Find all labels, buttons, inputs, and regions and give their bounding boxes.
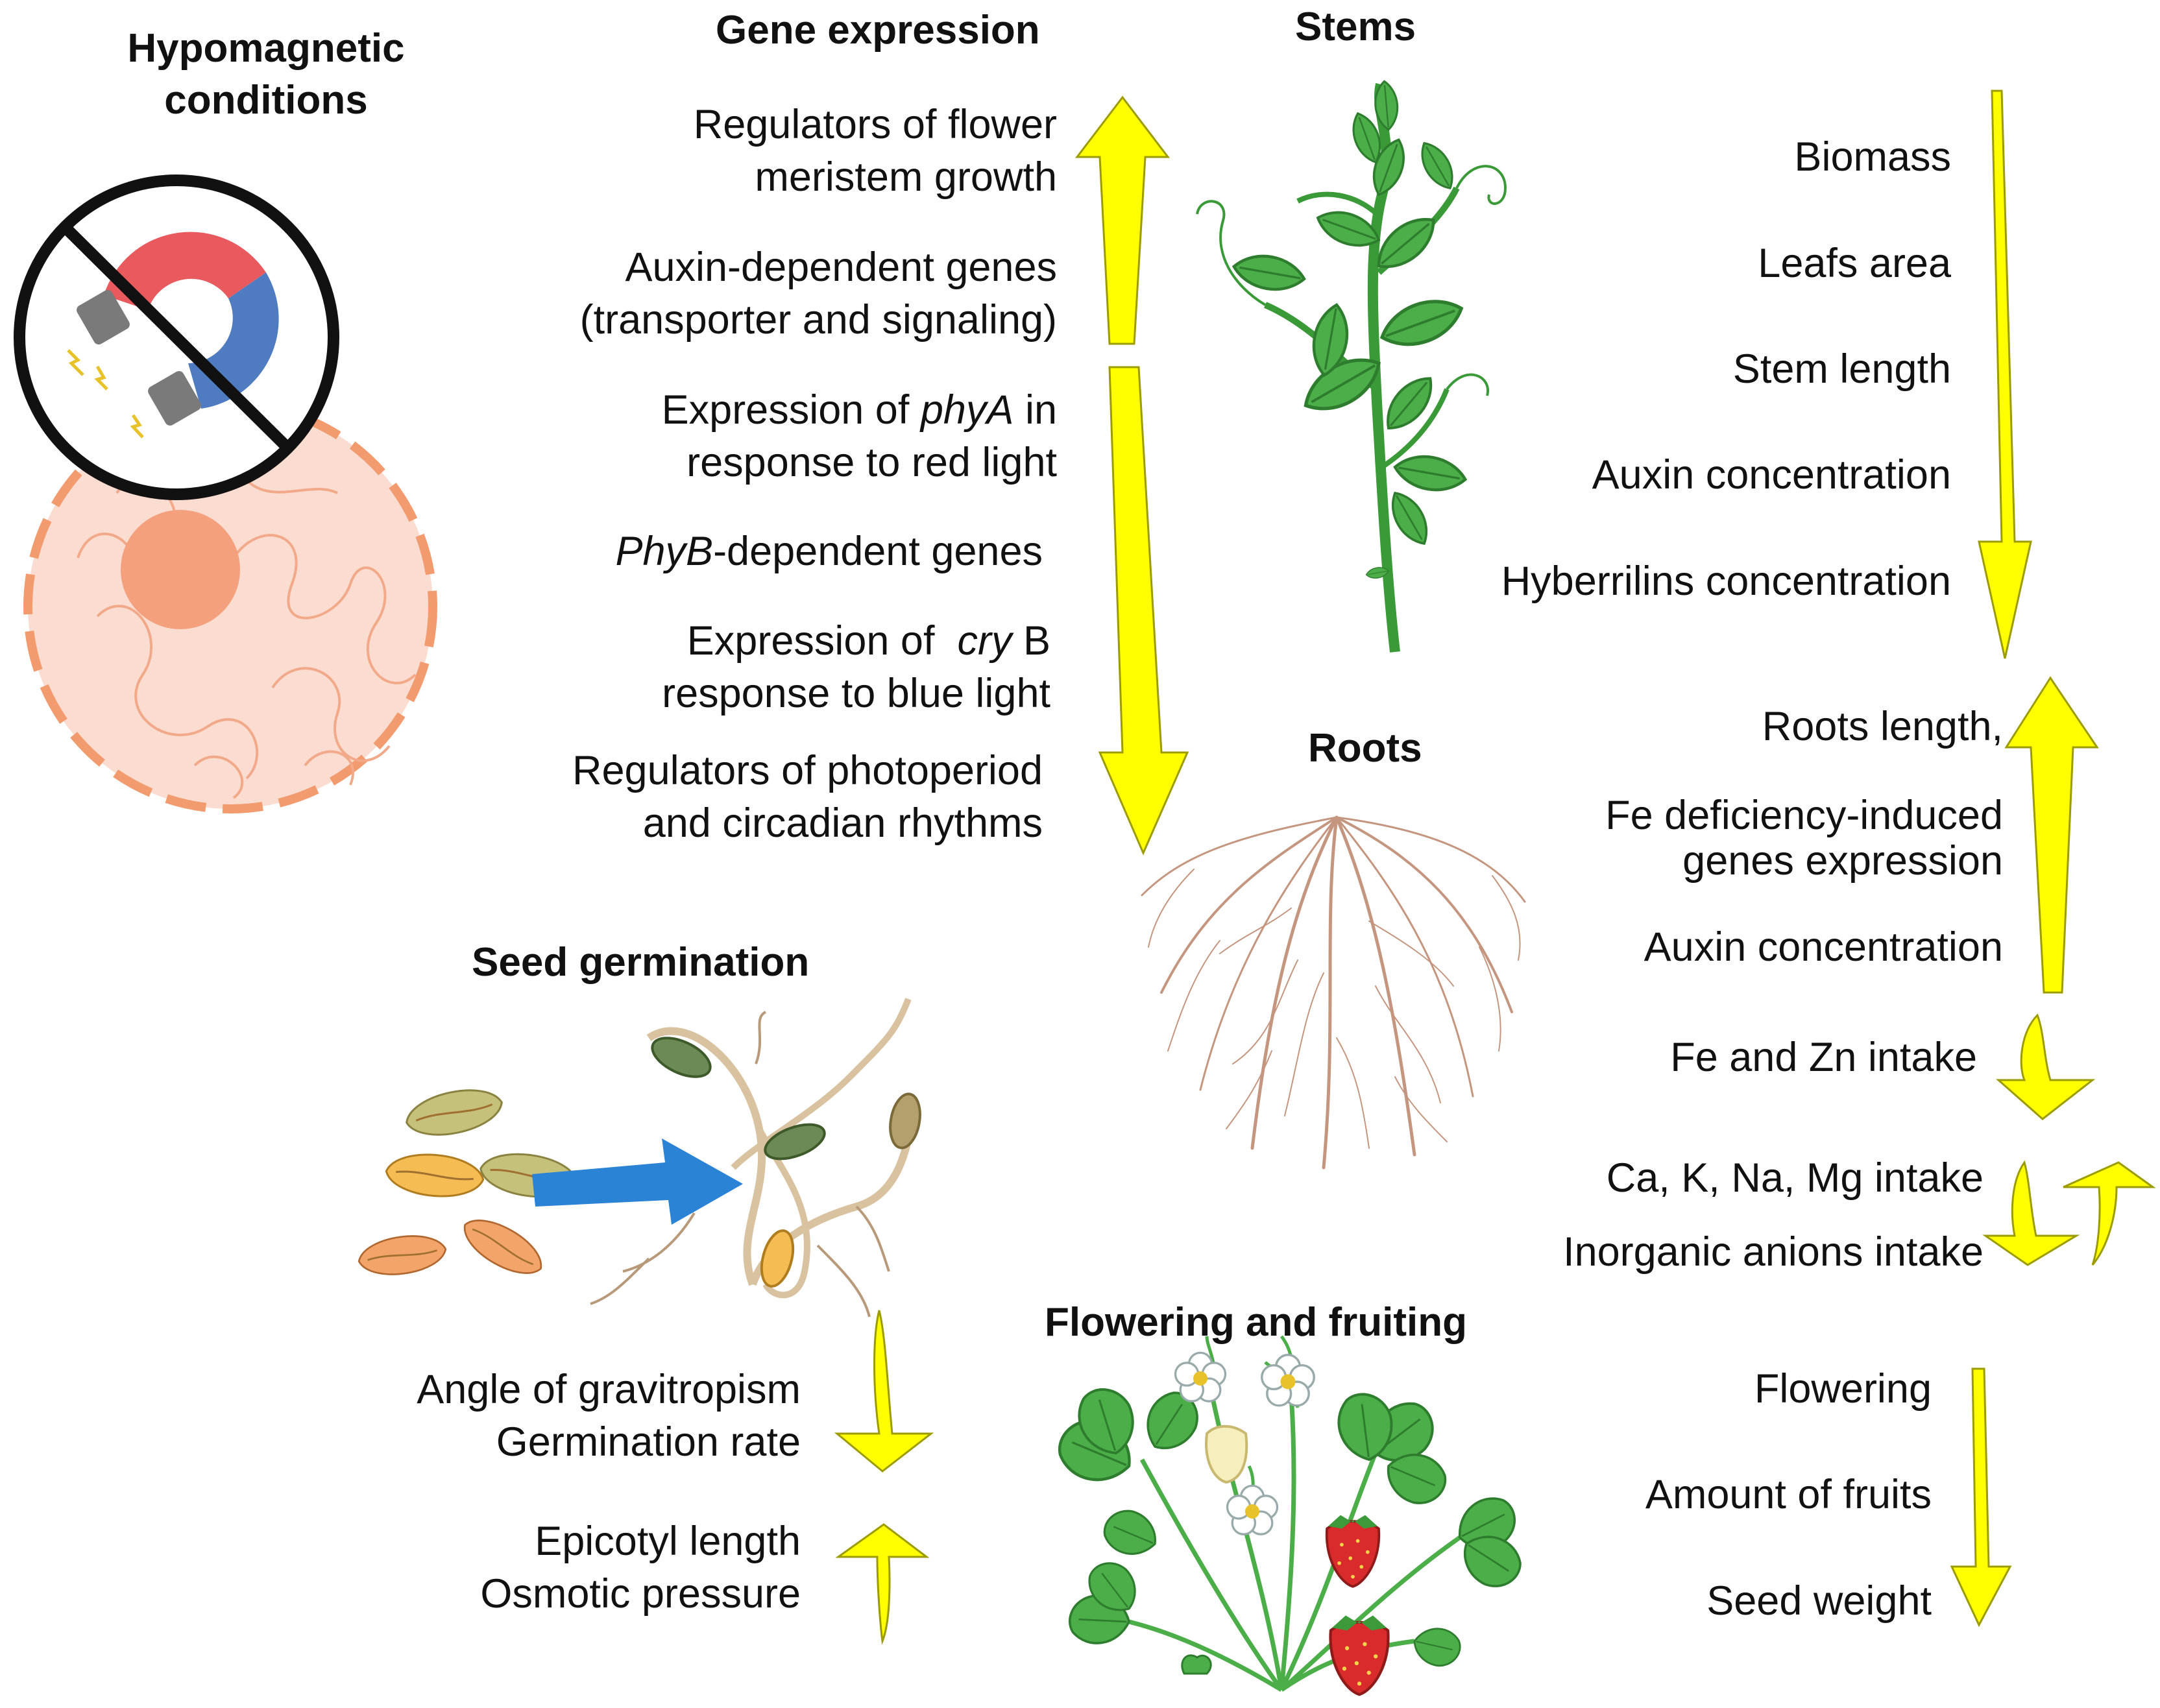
stems-title: Stems: [1295, 5, 1416, 49]
gene-item-auxin-genes: Auxin-dependent genes (transporter and s…: [579, 245, 1057, 343]
roots-item-ions: Ca, K, Na, Mg intake: [1606, 1155, 1984, 1201]
pea-plant-illustration: [1196, 79, 1507, 653]
strawberry-plant-illustration: [1052, 1335, 1530, 1694]
seed-germination-title: Seed germination: [472, 940, 810, 985]
seed-up-items: Epicotyl length Osmotic pressure: [480, 1519, 801, 1617]
roots-item-fe-genes: Fe deficiency-induced genes expression: [1605, 793, 2003, 884]
flowering-title: Flowering and fruiting: [1045, 1300, 1467, 1345]
stems-item-biomass: Biomass: [1794, 134, 1951, 180]
flowering-item-flowering: Flowering: [1754, 1366, 1932, 1412]
nucleus: [121, 510, 240, 629]
roots-up-arrow: [2004, 676, 2099, 994]
roots-title: Roots: [1308, 726, 1422, 771]
flowering-item-amount-fruits: Amount of fruits: [1645, 1472, 1932, 1517]
flowering-down-arrow: [1950, 1367, 2012, 1628]
stems-item-hyberrilins: Hyberrilins concentration: [1501, 559, 1951, 604]
gene-item-phyB: PhyB-dependent genes: [615, 529, 1043, 574]
seed-down-arrow: [834, 1310, 934, 1473]
stems-item-stem-length: Stem length: [1732, 346, 1951, 392]
gene-item-photoperiod: Regulators of photoperiod and circadian …: [572, 748, 1043, 846]
gene-item-cry: Expression of cry B response to blue lig…: [662, 618, 1050, 716]
gene-item-phyA: Expression of phyA in response to red li…: [661, 387, 1057, 485]
stems-down-arrow: [1978, 90, 2032, 659]
seedlings-illustration: [590, 998, 921, 1317]
ions-up-arrow: [2063, 1161, 2156, 1266]
no-magnet-icon: [14, 174, 339, 500]
roots-illustration: [1141, 815, 1526, 1170]
roots-item-auxin: Auxin concentration: [1644, 924, 2003, 970]
gene-up-arrow-1: [1074, 95, 1171, 345]
roots-item-anions: Inorganic anions intake: [1563, 1229, 1984, 1275]
seed-up-arrow: [835, 1523, 930, 1645]
gene-expression-title: Gene expression: [716, 8, 1040, 53]
germination-arrow-icon: [532, 1138, 743, 1225]
seed-down-items: Angle of gravitropism Germination rate: [417, 1367, 801, 1465]
roots-item-fe-zn: Fe and Zn intake: [1670, 1035, 1977, 1080]
roots-item-length: Roots length,: [1762, 704, 2003, 749]
hypomagnetic-title: Hypomagnetic conditions: [127, 26, 405, 123]
flowering-item-seed-weight: Seed weight: [1706, 1578, 1932, 1624]
ions-down-arrow: [1982, 1160, 2080, 1266]
fe-zn-down-arrow: [1996, 1013, 2096, 1120]
stems-item-leafs-area: Leafs area: [1758, 241, 1951, 286]
gene-item-regulators-flower: Regulators of flower meristem growth: [693, 102, 1057, 200]
gene-down-arrow-1: [1098, 366, 1189, 856]
stems-item-auxin: Auxin concentration: [1592, 452, 1951, 498]
